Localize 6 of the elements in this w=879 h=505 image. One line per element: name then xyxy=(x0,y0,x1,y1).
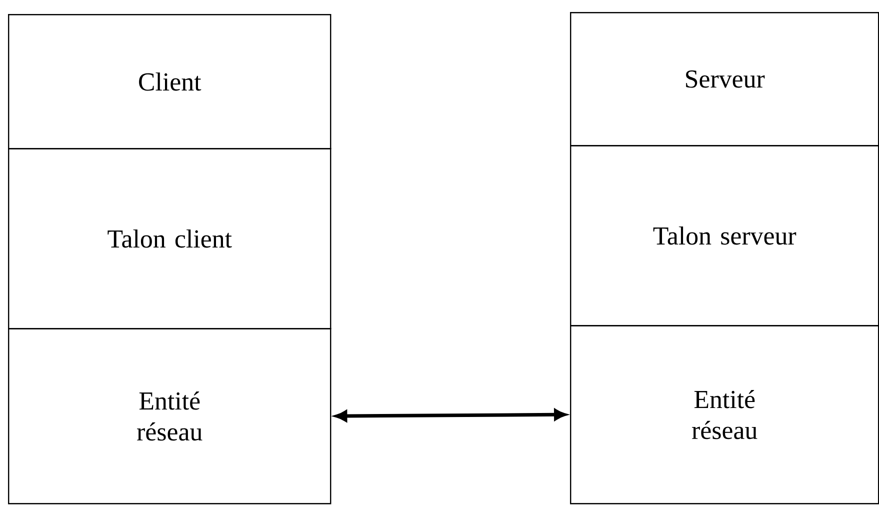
layer-box: Entité réseau xyxy=(8,328,332,504)
layer-box: Talon client xyxy=(8,148,332,330)
layer-box: Client xyxy=(8,14,332,150)
layer-box: Talon serveur xyxy=(570,145,879,326)
layer-box: Serveur xyxy=(570,12,879,146)
layer-box: Entité réseau xyxy=(570,325,879,504)
